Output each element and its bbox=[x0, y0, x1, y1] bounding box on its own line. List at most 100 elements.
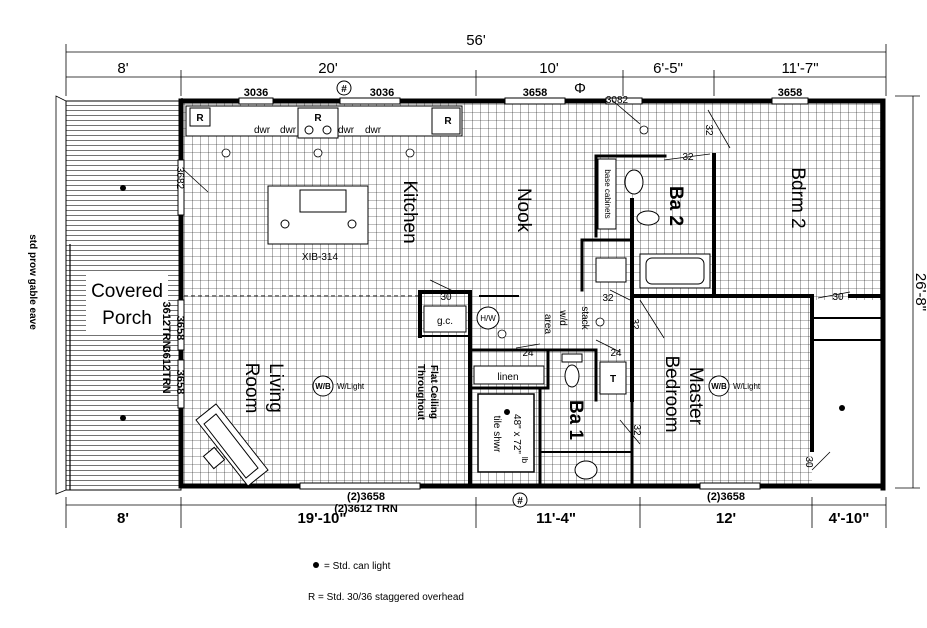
ba2-tub-inner bbox=[645, 257, 705, 285]
ba1-toilet bbox=[564, 364, 580, 388]
closet-can-light bbox=[839, 405, 845, 411]
laundry-area-label: area bbox=[542, 314, 553, 334]
drawer-label-4: dwr bbox=[365, 125, 382, 136]
window-porch-2: 3658 bbox=[174, 316, 186, 340]
fireplace bbox=[195, 403, 269, 487]
overall-width-dimension: 56' bbox=[466, 32, 486, 49]
ba1-t-symbol: T bbox=[610, 374, 616, 385]
window-top-3: 3658 bbox=[523, 87, 547, 99]
window-porch-1: 3612TRN bbox=[160, 301, 172, 348]
overhead-symbol: R bbox=[444, 116, 452, 127]
door-30-closet: 30 bbox=[803, 456, 814, 468]
dim-bottom-bath1: 11'-4" bbox=[536, 510, 576, 527]
door-24-ba1: 24 bbox=[610, 348, 622, 359]
wb-master: W/B W/Light bbox=[708, 375, 761, 397]
window-left-upper: 3682 bbox=[174, 167, 185, 190]
window-bottom-1: (2)3658 bbox=[347, 491, 385, 503]
shower-size-label: 48" x 72" bbox=[511, 414, 522, 454]
ba1-toilet-tank bbox=[561, 353, 583, 363]
legend-can-light-dot bbox=[313, 562, 319, 568]
dim-top-kitchen: 20' bbox=[318, 60, 338, 77]
legend-can-light: = Std. can light bbox=[324, 561, 391, 572]
porch-prow-edge bbox=[55, 95, 67, 495]
drawer-label-1: dwr bbox=[254, 125, 271, 136]
dim-top-nook: 10' bbox=[539, 60, 559, 77]
room-label-nook: Nook bbox=[513, 188, 534, 233]
window-top-1: 3036 bbox=[244, 87, 268, 99]
bottom-dimension-labels: 8' 19'-10" 11'-4" 12' 4'-10" bbox=[117, 510, 869, 527]
top-dimension-labels: 8' 20' 10' 6'-5" 11'-7" bbox=[117, 60, 818, 77]
range-symbol: R bbox=[314, 113, 322, 124]
hw-label: H/W bbox=[480, 314, 496, 323]
ba2-vanity-stack bbox=[595, 257, 627, 283]
gc-box bbox=[423, 305, 467, 333]
room-label-living-line2: Room bbox=[241, 363, 262, 414]
door-size-labels: 30 32 32 32 32 24 24 32 30 30 3682 bbox=[440, 124, 844, 468]
closet-floor bbox=[812, 300, 883, 486]
room-label-kitchen: Kitchen bbox=[399, 180, 420, 243]
wb-master-symbol: W/B bbox=[711, 382, 727, 391]
covered-porch-label: Covered Porch bbox=[86, 274, 168, 332]
dimension-lines bbox=[65, 44, 920, 528]
door-32-stack: 32 bbox=[602, 293, 614, 304]
room-label-bdrm2: Bdrm 2 bbox=[787, 167, 808, 228]
shower-type-label: tile shwr bbox=[491, 416, 502, 453]
window-top-4: 3082 bbox=[606, 95, 629, 106]
walls bbox=[178, 98, 886, 491]
ceiling-lines bbox=[181, 98, 418, 297]
dim-top-bath2: 6'-5" bbox=[653, 60, 683, 77]
room-label-master-line1: Master bbox=[685, 367, 706, 426]
laundry-stack-label: stack bbox=[579, 306, 590, 330]
shower-drain bbox=[504, 409, 510, 415]
ba2-toilet bbox=[636, 210, 660, 226]
kitchen-island bbox=[267, 185, 369, 245]
covered-porch-label-line2: Porch bbox=[102, 308, 152, 329]
ba1-sink bbox=[574, 460, 598, 480]
linen-closet bbox=[473, 365, 545, 385]
window-top-5: 3658 bbox=[778, 87, 802, 99]
window-top-2: 3036 bbox=[370, 87, 394, 99]
window-bottom-2: (2)3612 TRN bbox=[334, 503, 398, 515]
base-cabinets-label: base cabinets bbox=[603, 169, 612, 218]
room-label-ba2: Ba 2 bbox=[665, 186, 686, 226]
door-30-kitchen: 30 bbox=[440, 292, 452, 303]
ba1-tub-box bbox=[599, 361, 627, 395]
porch-side-note: std prow gable eave bbox=[27, 234, 38, 330]
kitchen-labels: R R R dwr dwr dwr dwr bbox=[196, 113, 452, 136]
ba2-base-cabinets bbox=[597, 158, 617, 230]
door-32-bath2-top: 32 bbox=[682, 152, 694, 163]
dim-top-porch: 8' bbox=[117, 60, 128, 77]
wb-living-light: W/Light bbox=[337, 382, 365, 391]
door-24-linen: 24 bbox=[522, 348, 534, 359]
wb-master-light: W/Light bbox=[733, 382, 761, 391]
porch-can-light-1 bbox=[120, 185, 126, 191]
room-label-ba1: Ba 1 bbox=[565, 400, 586, 441]
flat-ceiling-line1: Flat Ceiling bbox=[428, 365, 439, 419]
door-32-master: 32 bbox=[629, 318, 640, 330]
door-32-ba1: 32 bbox=[631, 424, 642, 436]
dim-bottom-closet: 4'-10" bbox=[829, 510, 870, 527]
island-model-label: XIB-314 bbox=[302, 252, 339, 263]
tile-shower bbox=[477, 393, 535, 473]
door-swings bbox=[183, 99, 851, 471]
door-32-bath2: 32 bbox=[703, 124, 714, 136]
linen-label: linen bbox=[497, 372, 518, 383]
window-porch-4: 3658 bbox=[174, 370, 186, 394]
refrigerator-symbol: R bbox=[196, 113, 204, 124]
dim-bottom-porch: 8' bbox=[117, 510, 129, 527]
door-30-bdrm2: 30 bbox=[832, 292, 844, 303]
wb-living-symbol: W/B bbox=[315, 382, 331, 391]
room-label-master-line2: Bedroom bbox=[661, 355, 682, 432]
phi-symbol-top: Φ bbox=[574, 80, 586, 97]
meter-symbol-top: # bbox=[341, 84, 347, 95]
flat-ceiling-line2: Throughout bbox=[415, 364, 426, 421]
dim-bottom-living: 19'-10" bbox=[297, 510, 346, 527]
covered-porch-label-line1: Covered bbox=[91, 281, 163, 302]
window-labels: 3036 3036 3658 3082 3658 3682 3612TRN 36… bbox=[160, 87, 802, 515]
legend-overhead: R = Std. 30/36 staggered overhead bbox=[308, 592, 464, 603]
dim-top-bdrm2: 11'-7" bbox=[781, 60, 818, 77]
drawer-label-3: dwr bbox=[338, 125, 355, 136]
gc-label: g.c. bbox=[437, 316, 453, 327]
wb-living: W/B W/Light bbox=[312, 375, 365, 397]
